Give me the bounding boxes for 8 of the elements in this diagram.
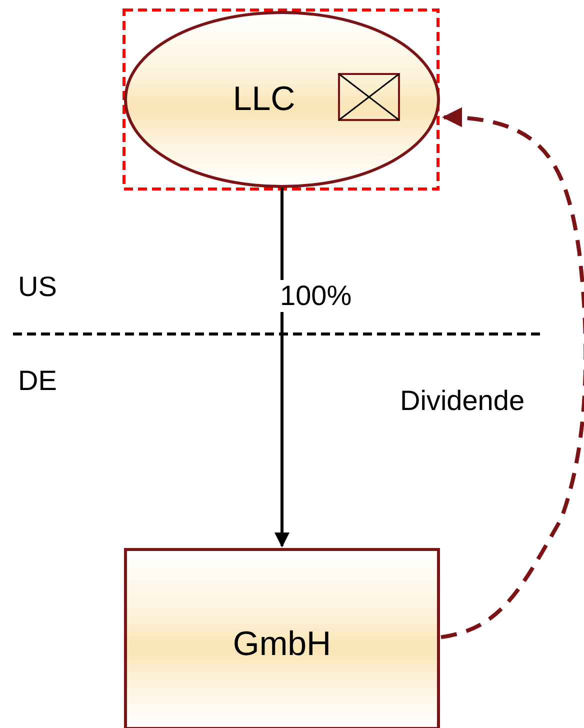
entity-box: [124, 548, 440, 728]
entity-name: LLC: [232, 80, 296, 119]
arrow: [440, 108, 584, 640]
arrow: [274, 188, 290, 548]
edge-label: 100%: [280, 280, 352, 312]
country-label: DE: [18, 365, 57, 397]
country-label: US: [18, 271, 57, 303]
entity-name: GmbH: [232, 625, 332, 664]
